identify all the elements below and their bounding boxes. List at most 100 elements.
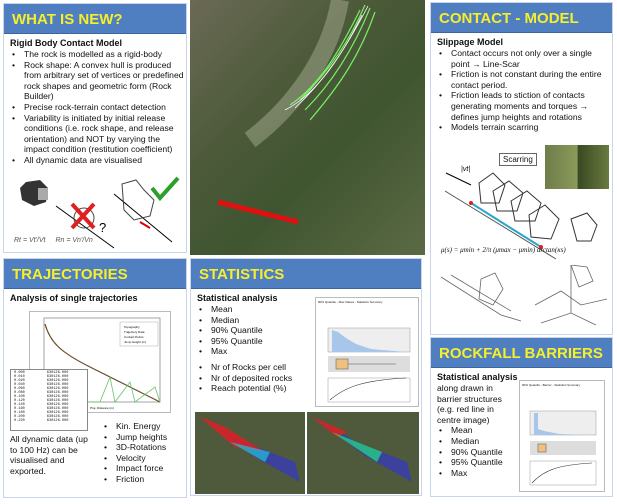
time-cell: 0.180 (14, 411, 25, 415)
time-cell: 0.010 (14, 375, 25, 379)
bullet: Friction is not constant during the enti… (437, 69, 612, 90)
bullet: Variability is initiated by initial rele… (10, 113, 186, 155)
statistics-bullets-1: Mean Median 90% Quantile 95% Quantile Ma… (197, 304, 421, 357)
bullet: Nr of Rocks per cell (197, 362, 421, 373)
bullet: Median (437, 436, 612, 447)
legend-topography: Topography (124, 325, 140, 329)
bullet: All dynamic data are visualised (10, 155, 186, 166)
stats-chart-title: 90% Quantile - Max Values - Statistics S… (318, 300, 383, 304)
bullet: Precise rock-terrain contact detection (10, 102, 186, 113)
bullet: 90% Quantile (437, 447, 612, 458)
table-row: 0.000 630126.000 (14, 371, 84, 375)
contact-model-panel: CONTACT - MODEL Slippage Model Contact o… (430, 2, 613, 335)
time-cell: 0.140 (14, 403, 25, 407)
table-row: 0.140 630126.000 (14, 403, 84, 407)
x-cell: 630126.000 (46, 407, 69, 411)
trajectory-line (44, 323, 161, 403)
table-row: 0.100 630126.000 (14, 395, 84, 399)
legend-contact: Contact Points (124, 335, 144, 339)
bullet: Rock shape: A convex hull is produced fr… (10, 60, 186, 102)
bullet: Nr of deposited rocks (197, 373, 421, 384)
check-icon (150, 176, 180, 202)
table-row: 0.010 630126.000 (14, 375, 84, 379)
scarring-photo (545, 145, 609, 189)
x-cell: 630126.000 (46, 375, 69, 379)
time-cell: 0.160 (14, 407, 25, 411)
time-cell: 0.120 (14, 399, 25, 403)
reach-map-2 (307, 412, 419, 494)
export-note: All dynamic data (up to 100 Hz) can be v… (10, 434, 88, 476)
trajectories-title: TRAJECTORIES (4, 259, 186, 289)
statistics-panel: STATISTICS Statistical analysis Mean Med… (190, 258, 422, 496)
table-row: 0.120 630126.000 (14, 399, 84, 403)
bullet: The rock is modelled as a rigid-body (10, 49, 186, 60)
bullet: 95% Quantile (197, 336, 421, 347)
x-cell: 630126.000 (46, 411, 69, 415)
formula-rn: Rn = Vn'/Vn (55, 237, 93, 244)
trajectories-subtitle: Analysis of single trajectories (10, 293, 138, 303)
table-row: 0.180 630126.000 (14, 411, 84, 415)
x-axis-label: Proj. Distance (m) (90, 406, 114, 410)
bullet: Jump heights (102, 432, 167, 443)
table-row: 0.160 630126.000 (14, 407, 84, 411)
contact-bullets: Contact occurs not only over a single po… (437, 48, 612, 133)
bullet: Impact force (102, 463, 167, 474)
slippage-diagram: |vt| (444, 166, 598, 260)
barrier-stats-chart: 90% Quantile - Barrier - Statistics Summ… (519, 380, 605, 492)
bullet: Median (197, 315, 421, 326)
formula-rt: Rt = Vt'/Vt (14, 237, 46, 244)
bullet: Max (197, 346, 421, 357)
table-row: 0.040 630126.000 (14, 383, 84, 387)
contact-model-title: CONTACT - MODEL (431, 3, 612, 33)
rigid-body-diagram: ? (20, 176, 180, 249)
what-is-new-panel: WHAT IS NEW? Rigid Body Contact Model Th… (3, 3, 187, 253)
x-cell: 630126.000 (46, 383, 69, 387)
x-cell: 630126.000 (46, 371, 69, 375)
bullet: 90% Quantile (197, 325, 421, 336)
x-cell: 630126.000 (46, 403, 69, 407)
legend-jump: Jump Height (m) (124, 340, 146, 344)
x-cell: 630126.000 (46, 399, 69, 403)
time-cell: 0.000 (14, 371, 25, 375)
legend-trajectory: Trajectory Data (124, 330, 145, 334)
bullet: Contact occurs not only over a single po… (437, 48, 612, 69)
x-cell: 630126.000 (46, 395, 69, 399)
bullet: Friction (102, 474, 167, 485)
scarring-label: Scarring (499, 153, 537, 166)
bullet: 95% Quantile (437, 457, 612, 468)
cross-icon (70, 202, 96, 230)
bullet: Max (437, 468, 612, 479)
rockfall-barriers-panel: ROCKFALL BARRIERS Statistical analysis a… (430, 337, 613, 497)
table-row: 0.220 630126.000 (14, 419, 84, 423)
x-cell: 630126.000 (46, 419, 69, 423)
statistics-summary-chart: 90% Quantile - Max Values - Statistics S… (315, 297, 419, 407)
what-is-new-title: WHAT IS NEW? (4, 4, 186, 34)
x-cell: 630126.000 (46, 379, 69, 383)
statistics-title: STATISTICS (191, 259, 421, 289)
aerial-trajectory-photo (190, 0, 425, 255)
bullet: Mean (437, 425, 612, 436)
time-cell: 0.080 (14, 391, 25, 395)
time-cell: 0.220 (14, 419, 25, 423)
time-cell: 0.040 (14, 383, 25, 387)
time-cell: 0.200 (14, 415, 25, 419)
friction-formula: μ(s) = μmin + 2/π (μmax − μmin) arctan(κ… (441, 246, 566, 254)
barrier-bullets: Mean Median 90% Quantile 95% Quantile Ma… (437, 425, 612, 478)
bullet: Reach potential (%) (197, 383, 421, 394)
statistics-subtitle: Statistical analysis (197, 293, 278, 303)
rigid-body-subtitle: Rigid Body Contact Model (10, 38, 122, 48)
trajectories-panel: TRAJECTORIES Analysis of single trajecto… (3, 258, 187, 498)
bullet: 3D-Rotations (102, 442, 167, 453)
question-mark: ? (99, 220, 106, 235)
bullet: Friction leads to stiction of contacts g… (437, 90, 612, 122)
trajectory-chart: Topography Trajectory Data Contact Point… (29, 311, 171, 413)
rockfall-barriers-title: ROCKFALL BARRIERS (431, 338, 612, 368)
time-cell: 0.100 (14, 395, 25, 399)
x-cell: 630126.000 (46, 391, 69, 395)
slippage-subtitle: Slippage Model (437, 37, 504, 47)
statistics-bullets-2: Nr of Rocks per cell Nr of deposited roc… (197, 362, 421, 394)
